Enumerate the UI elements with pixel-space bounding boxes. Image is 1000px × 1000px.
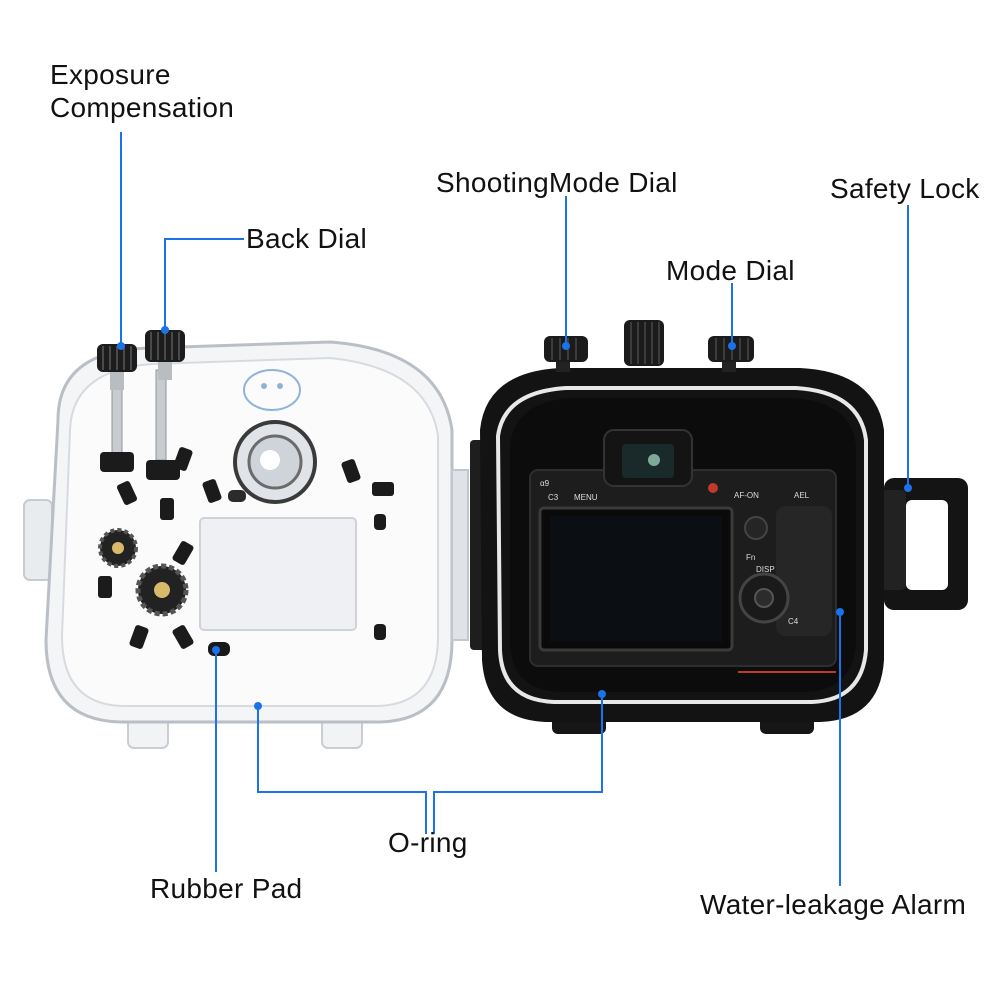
camera-label-af-on: AF-ON [734,491,759,500]
center-dial-icon [624,320,664,366]
camera-label-menu: MENU [574,493,598,502]
leader-o-ring-left [257,706,427,834]
label-o-ring: O-ring [388,827,468,858]
leader-lines [120,132,909,886]
label-water-leakage-alarm: Water-leakage Alarm [700,889,967,920]
leader-o-ring-right [433,694,603,834]
camera-label-c3: C3 [548,493,559,502]
exposure-compensation-dial-icon [97,344,137,390]
camera-label-ael: AEL [794,491,810,500]
clear-housing-back [23,340,469,749]
label-exposure-compensation: Exposure Compensation [50,58,234,124]
camera-button-labels: α9 C3 MENU AF-ON AEL Fn DISP C4 [540,479,810,626]
camera-label-fn: Fn [746,553,755,562]
back-dial-icon [145,330,185,380]
leader-back-dial [164,238,244,330]
label-back-dial: Back Dial [246,223,367,254]
label-mode-dial: Mode Dial [666,255,795,286]
leader-dots [117,326,912,710]
label-safety-lock: Safety Lock [830,173,980,204]
label-rubber-pad: Rubber Pad [150,873,303,904]
label-exposure-line2: Compensation [50,92,235,123]
camera-label-disp: DISP [756,565,775,574]
camera-body [529,429,837,673]
label-exposure-line1: Exposure [50,59,171,90]
label-shooting-mode-dial: ShootingMode Dial [436,167,678,198]
camera-label-alpha9: α9 [540,479,550,488]
camera-label-c4: C4 [788,617,799,626]
